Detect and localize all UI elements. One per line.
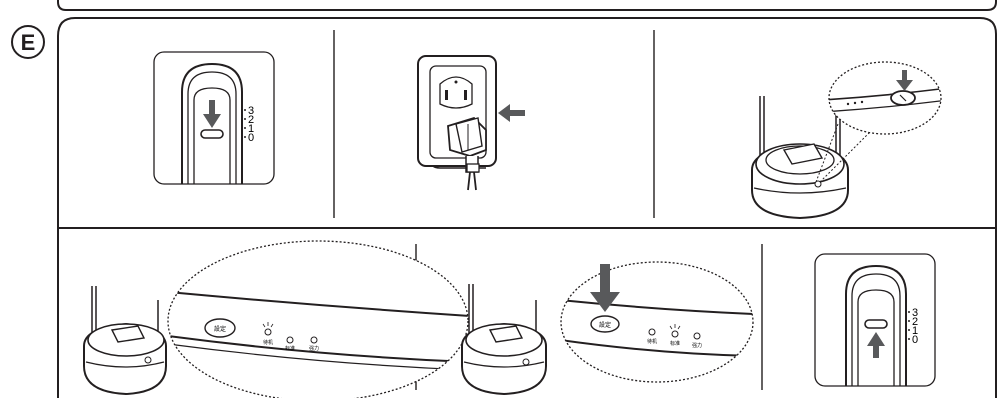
section-letter: E	[21, 30, 36, 55]
indicator-standard-2: 标准	[670, 340, 680, 347]
level-0b: 0	[912, 334, 918, 346]
panel-1-slider-down: 3 2 1 0	[153, 51, 275, 185]
level-1: 1	[248, 123, 254, 135]
press-set-button-arrow-icon	[590, 264, 620, 312]
plug-insert-arrow-icon	[498, 104, 525, 122]
level-2b: 2	[912, 316, 918, 328]
panel-5-press-set: 設定 待机 标准 强力	[461, 261, 754, 396]
indicator-strong-2: 强力	[692, 342, 702, 349]
level-3: 3	[248, 105, 254, 117]
slider-level-scale-2: 3 2 1 0	[908, 307, 918, 346]
zoom-bubble-button	[828, 61, 942, 135]
slider-level-scale: 3 2 1 0	[244, 105, 254, 144]
main-frame	[57, 17, 997, 398]
slider-down-arrow-icon	[203, 100, 221, 128]
indicator-standby: 待机	[263, 339, 273, 346]
panel-4-indicator-zoom: 設定 待机 标准 强力	[83, 240, 469, 398]
indicator-standard: 标准	[285, 345, 295, 352]
indicator-standby-2: 待机	[647, 338, 657, 345]
indicator-strong: 强力	[309, 345, 319, 352]
press-button-arrow-icon	[896, 70, 913, 91]
section-label-badge: E	[11, 25, 45, 59]
panel-6-slider-up: 3 2 1 0	[814, 253, 936, 387]
level-0: 0	[248, 132, 254, 144]
set-button-label-2: 設定	[599, 321, 611, 329]
level-1b: 1	[912, 325, 918, 337]
zoom-bubble-indicators: 設定 待机 标准 强力	[167, 240, 469, 398]
level-2: 2	[248, 114, 254, 126]
outlet-top	[439, 76, 473, 109]
panel-2-plug-in	[417, 55, 525, 191]
zoom-bubble-set: 設定 待机 标准 强力	[560, 261, 754, 383]
panel-3-press-button	[751, 61, 942, 220]
set-button-label: 設定	[214, 325, 226, 333]
level-3b: 3	[912, 307, 918, 319]
plug-body	[447, 116, 487, 191]
slider-up-arrow-icon	[867, 332, 885, 358]
